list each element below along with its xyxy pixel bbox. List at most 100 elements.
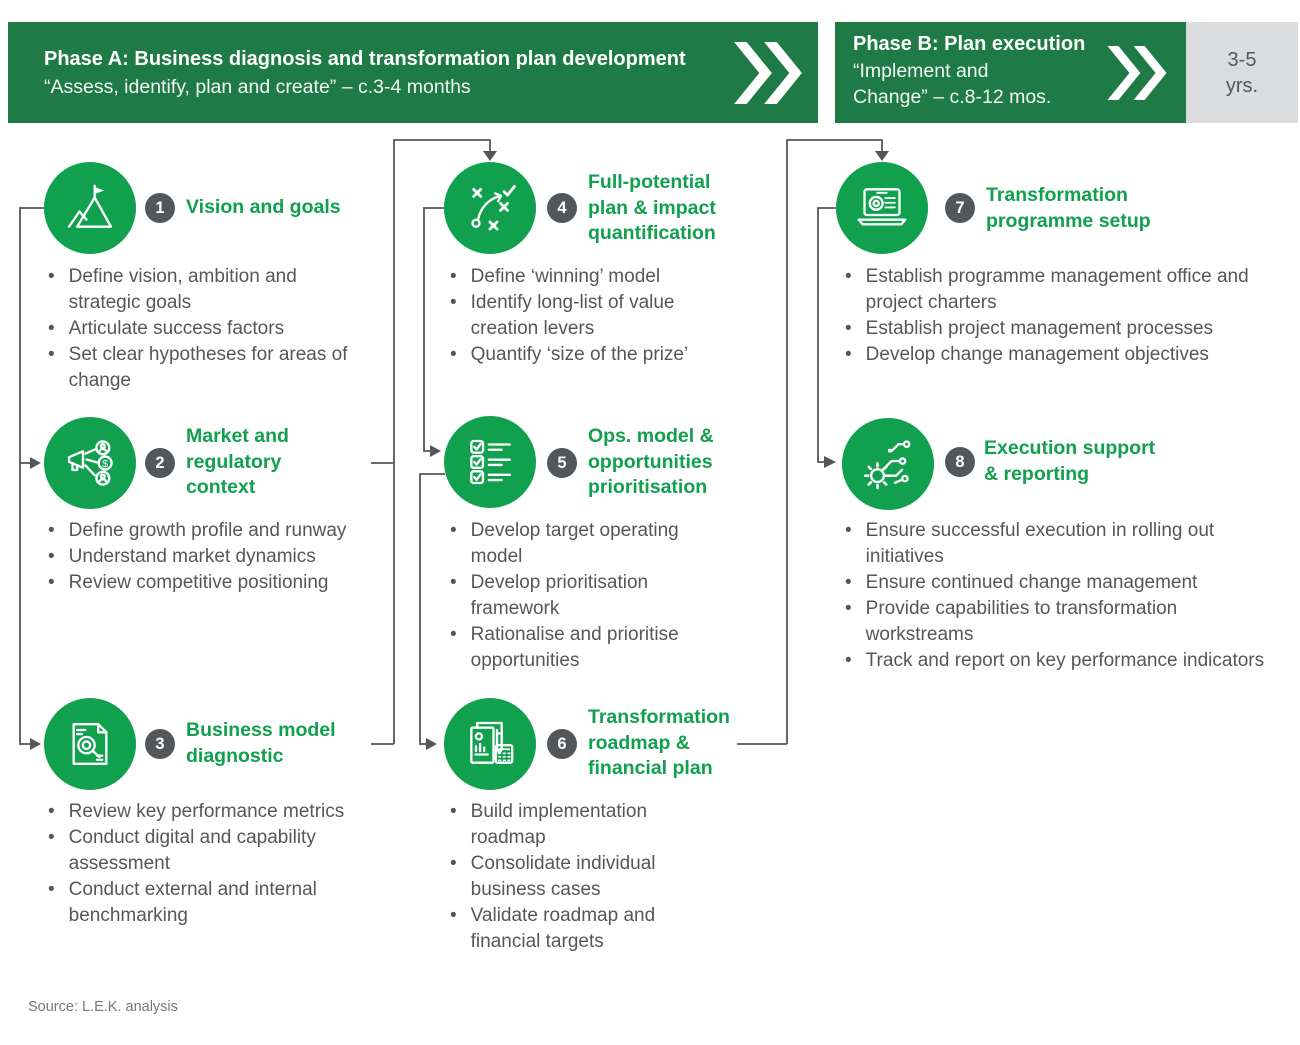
- step-6-number-badge: 6: [547, 729, 577, 759]
- arrowhead-step8: [824, 456, 836, 468]
- bullet-item: Understand market dynamics: [48, 544, 358, 570]
- step-8-icon-circle: [842, 418, 934, 510]
- bullet-text: Build implementation roadmap: [470, 801, 648, 848]
- bullet-text: Set clear hypotheses for areas of change: [68, 344, 348, 391]
- connector-step1-to-steps23: [19, 207, 44, 745]
- bullet-text: Establish project management processes: [865, 318, 1214, 339]
- bullet-item: Define vision, ambition and strategic go…: [48, 264, 358, 316]
- bullet-text: Ensure successful execution in rolling o…: [865, 520, 1215, 567]
- bullet-item: Track and report on key performance indi…: [845, 648, 1265, 674]
- bullet-text: Ensure continued change management: [865, 572, 1198, 593]
- phase-a-title: Phase A: Business diagnosis and transfor…: [44, 48, 686, 70]
- bullet-item: Review key performance metrics: [48, 799, 368, 825]
- bullet-text: Develop prioritisation framework: [470, 572, 649, 619]
- step-2-number-badge: 2: [145, 448, 175, 478]
- step-7-bullets: Establish programme management office an…: [845, 264, 1265, 368]
- svg-text:$: $: [102, 458, 108, 470]
- step-8-bullets: Ensure successful execution in rolling o…: [845, 518, 1265, 674]
- step-6-icon-circle: [444, 698, 536, 790]
- bullet-text: Understand market dynamics: [68, 546, 316, 567]
- bullet-item: Conduct digital and capability assessmen…: [48, 825, 368, 877]
- bullet-item: Develop target operating model: [450, 518, 705, 570]
- bullet-text: Review key performance metrics: [68, 801, 345, 822]
- double-chevron-icon: [734, 41, 802, 104]
- connector-step4-to-step5: [423, 207, 444, 452]
- bullet-item: Identify long-list of value creation lev…: [450, 290, 705, 342]
- step-8-number-badge: 8: [945, 447, 975, 477]
- bullet-item: Quantify ‘size of the prize’: [450, 342, 705, 368]
- bullet-item: Consolidate individual business cases: [450, 851, 705, 903]
- bullet-text: Validate roadmap and financial targets: [470, 905, 656, 952]
- double-chevron-icon: [1107, 45, 1167, 100]
- arrowhead-step2: [30, 457, 41, 469]
- step-3-icon-circle: [44, 698, 136, 790]
- bullet-item: Conduct external and internal benchmarki…: [48, 877, 368, 929]
- bullet-item: Build implementation roadmap: [450, 799, 705, 851]
- step-4-bullets: Define ‘winning’ model Identify long-lis…: [450, 264, 705, 368]
- step-8-title: Execution support & reporting: [984, 437, 1156, 485]
- megaphone-network-icon: $: [67, 440, 113, 486]
- phase-b-subtitle: “Implement and Change” – c.8-12 mos.: [853, 60, 1052, 108]
- bullet-text: Quantify ‘size of the prize’: [470, 344, 689, 365]
- step-5-title: Ops. model & opportunities prioritisatio…: [588, 425, 714, 498]
- arrowhead-step4: [483, 151, 497, 161]
- step-3-number-badge: 3: [145, 729, 175, 759]
- bullet-text: Rationalise and prioritise opportunities: [470, 624, 679, 671]
- phase-a-header: Phase A: Business diagnosis and transfor…: [8, 22, 818, 123]
- bullet-item: Review competitive positioning: [48, 570, 358, 596]
- bullet-text: Develop change management objectives: [865, 344, 1209, 365]
- bullet-text: Track and report on key performance indi…: [865, 650, 1265, 671]
- bullet-text: Conduct external and internal benchmarki…: [68, 879, 317, 926]
- bullet-item: Define ‘winning’ model: [450, 264, 705, 290]
- gear-circuit-icon: [863, 440, 911, 490]
- step-1-number-badge: 1: [145, 193, 175, 223]
- step-4-number-badge: 4: [547, 193, 577, 223]
- bullet-item: Provide capabilities to transformation w…: [845, 596, 1265, 648]
- connector-col2-to-step7: [737, 139, 883, 745]
- mountain-flag-icon: [67, 184, 113, 228]
- arrowhead-step6: [426, 738, 437, 750]
- phase-a-subtitle: “Assess, identify, plan and create” – c.…: [44, 76, 471, 98]
- step-7-number-badge: 7: [945, 193, 975, 223]
- bullet-item: Establish programme management office an…: [845, 264, 1265, 316]
- source-note: Source: L.E.K. analysis: [28, 999, 178, 1015]
- arrowhead-step3: [30, 738, 41, 750]
- phase-b-header: Phase B: Plan execution “Implement and C…: [835, 22, 1186, 123]
- bullet-text: Define growth profile and runway: [68, 520, 347, 541]
- checklist-icon: [470, 439, 511, 485]
- step-6-title: Transformation roadmap & financial plan: [588, 706, 730, 779]
- bullet-item: Validate roadmap and financial targets: [450, 903, 705, 955]
- step-3-bullets: Review key performance metrics Conduct d…: [48, 799, 368, 929]
- bullet-text: Define vision, ambition and strategic go…: [68, 266, 297, 313]
- bullet-text: Articulate success factors: [68, 318, 285, 339]
- step-4-title: Full-potential plan & impact quantificat…: [588, 171, 716, 244]
- step-2-bullets: Define growth profile and runway Underst…: [48, 518, 358, 596]
- step-1-bullets: Define vision, ambition and strategic go…: [48, 264, 358, 394]
- step-3-title: Business model diagnostic: [186, 719, 336, 767]
- step-6-bullets: Build implementation roadmap Consolidate…: [450, 799, 705, 955]
- bullet-text: Conduct digital and capability assessmen…: [68, 827, 316, 874]
- bullet-item: Articulate success factors: [48, 316, 358, 342]
- bullet-text: Establish programme management office an…: [865, 266, 1249, 313]
- arrowhead-step7: [875, 151, 889, 161]
- step-5-icon-circle: [444, 416, 536, 508]
- laptop-dashboard-icon: [857, 188, 907, 226]
- arrowhead-step5: [430, 445, 441, 457]
- strategy-play-icon: [471, 185, 516, 231]
- phase-b-title: Phase B: Plan execution: [853, 33, 1086, 55]
- step-2-icon-circle: $: [44, 417, 136, 509]
- bullet-text: Consolidate individual business cases: [470, 853, 656, 900]
- bullet-item: Ensure continued change management: [845, 570, 1265, 596]
- report-calculator-icon: [470, 721, 514, 764]
- bullet-text: Review competitive positioning: [68, 572, 329, 593]
- step-1-title: Vision and goals: [186, 196, 341, 218]
- bullet-item: Set clear hypotheses for areas of change: [48, 342, 358, 394]
- bullet-item: Develop prioritisation framework: [450, 570, 705, 622]
- bullet-item: Ensure successful execution in rolling o…: [845, 518, 1265, 570]
- connector-col1-to-step4: [371, 139, 491, 745]
- step-5-number-badge: 5: [547, 448, 577, 478]
- bullet-item: Establish project management processes: [845, 316, 1265, 342]
- duration-badge: 3-5 yrs.: [1186, 22, 1298, 123]
